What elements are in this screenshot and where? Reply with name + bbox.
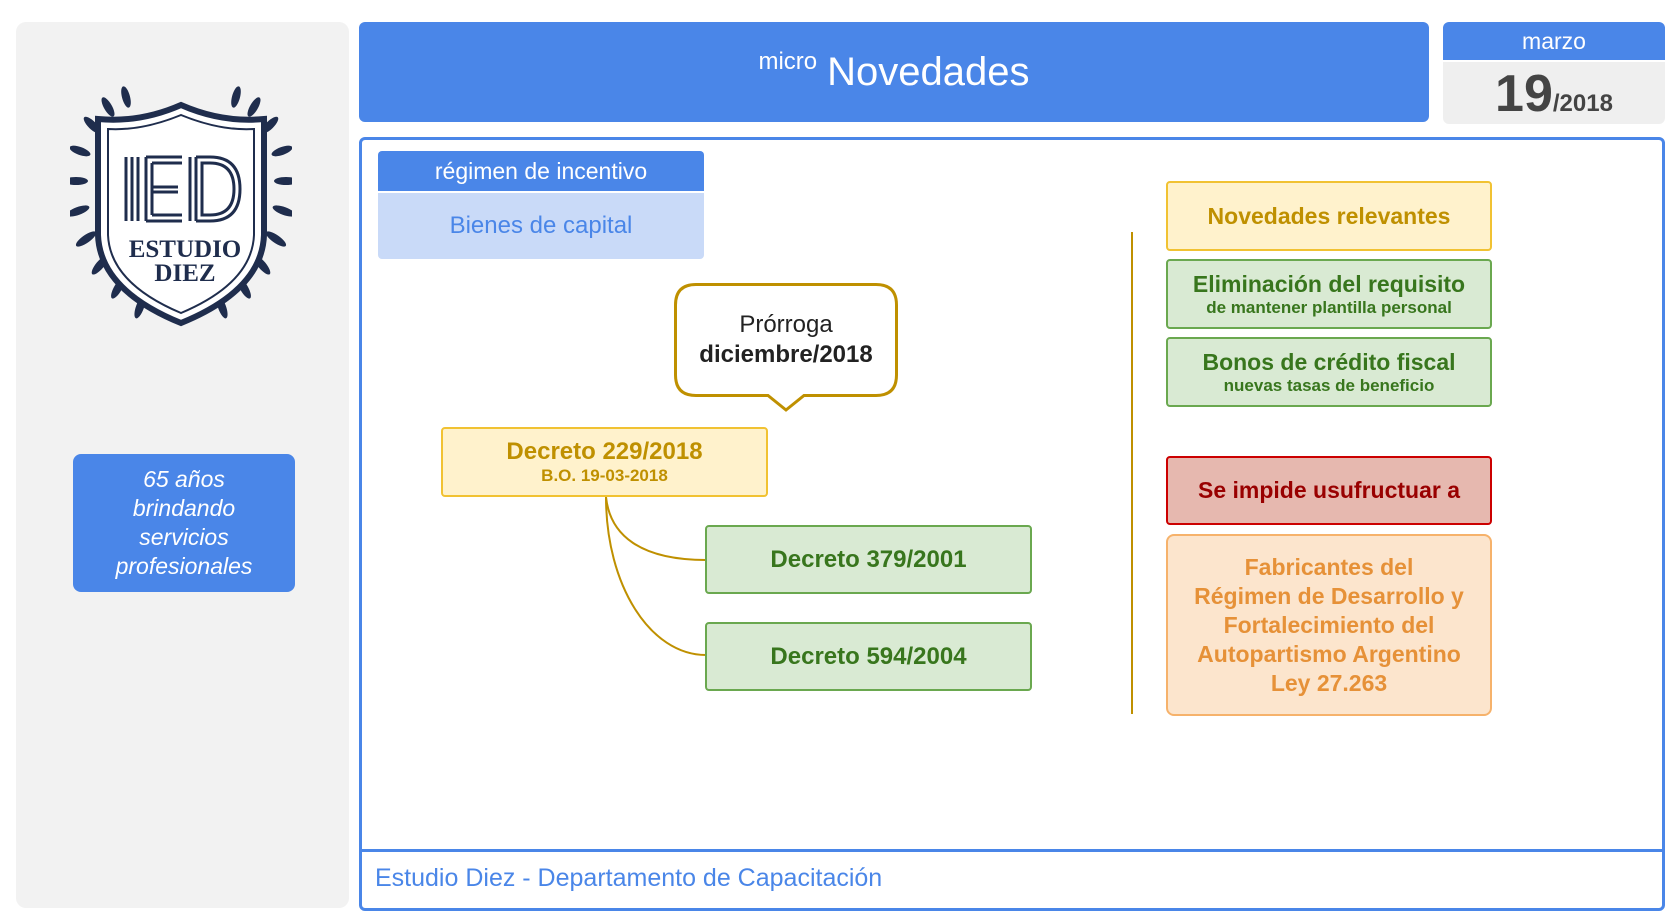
date-day: 19 <box>1495 65 1553 123</box>
callout-bubble <box>674 283 898 412</box>
callout-line1: Prórroga <box>739 311 833 338</box>
decree-main-subtitle: B.O. 19-03-2018 <box>541 466 668 485</box>
logo-text: ESTUDIO DIEZ <box>110 234 260 290</box>
header-prefix: micro <box>758 48 818 75</box>
decree-main: Decreto 229/2018 B.O. 19-03-2018 <box>441 427 768 497</box>
header-banner: micro Novedades <box>359 22 1429 122</box>
logo-text-line1: ESTUDIO <box>128 236 242 263</box>
relevant-item-subtitle: nuevas tasas de beneficio <box>1223 375 1435 395</box>
impediment-line: Régimen de Desarrollo y <box>1194 582 1464 609</box>
relevant-item: Eliminación del requisito de mantener pl… <box>1166 259 1492 329</box>
callout-text: Prórroga diciembre/2018 <box>674 284 898 396</box>
impediment-line: Fortalecimiento del <box>1223 611 1435 638</box>
date-year: /2018 <box>1552 90 1613 117</box>
content-frame <box>359 137 1665 911</box>
tagline-box: 65 años brindando servicios profesionale… <box>73 454 295 592</box>
tagline-line: 65 años <box>143 466 225 492</box>
tagline-line: profesionales <box>115 553 253 579</box>
impediment-body: Fabricantes del Régimen de Desarrollo y … <box>1166 534 1492 716</box>
decree-main-title: Decreto 229/2018 <box>506 438 703 465</box>
vertical-divider <box>1131 232 1133 714</box>
impediment-title: Se impide usufructuar a <box>1166 456 1492 525</box>
decree-related-1: Decreto 379/2001 <box>705 525 1032 594</box>
decree-connectors <box>605 496 707 656</box>
decree-related-2: Decreto 594/2004 <box>705 622 1032 691</box>
relevant-item-subtitle: de mantener plantilla personal <box>1206 297 1452 317</box>
logo-text-line2: DIEZ <box>154 260 216 287</box>
regime-value: Bienes de capital <box>378 193 704 259</box>
relevant-item-title: Bonos de crédito fiscal <box>1202 348 1456 375</box>
page-title: Novedades <box>827 49 1030 94</box>
tagline-line: servicios <box>139 524 229 550</box>
impediment-line: Fabricantes del <box>1244 553 1414 580</box>
impediment-line: Ley 27.263 <box>1270 669 1388 696</box>
date-month: marzo <box>1443 22 1665 60</box>
relevant-item: Bonos de crédito fiscal nuevas tasas de … <box>1166 337 1492 407</box>
footer-divider <box>359 849 1665 852</box>
callout-line2: diciembre/2018 <box>699 341 873 368</box>
relevant-item-title: Eliminación del requisito <box>1192 270 1466 297</box>
tagline-line: brindando <box>132 495 236 521</box>
regime-label: régimen de incentivo <box>378 151 704 191</box>
estudio-diez-logo <box>70 86 292 327</box>
footer-text: Estudio Diez - Departamento de Capacitac… <box>375 863 883 892</box>
date-day-box: 19 /2018 <box>1443 62 1665 124</box>
impediment-line: Autopartismo Argentino <box>1197 640 1461 667</box>
relevant-title: Novedades relevantes <box>1166 181 1492 251</box>
